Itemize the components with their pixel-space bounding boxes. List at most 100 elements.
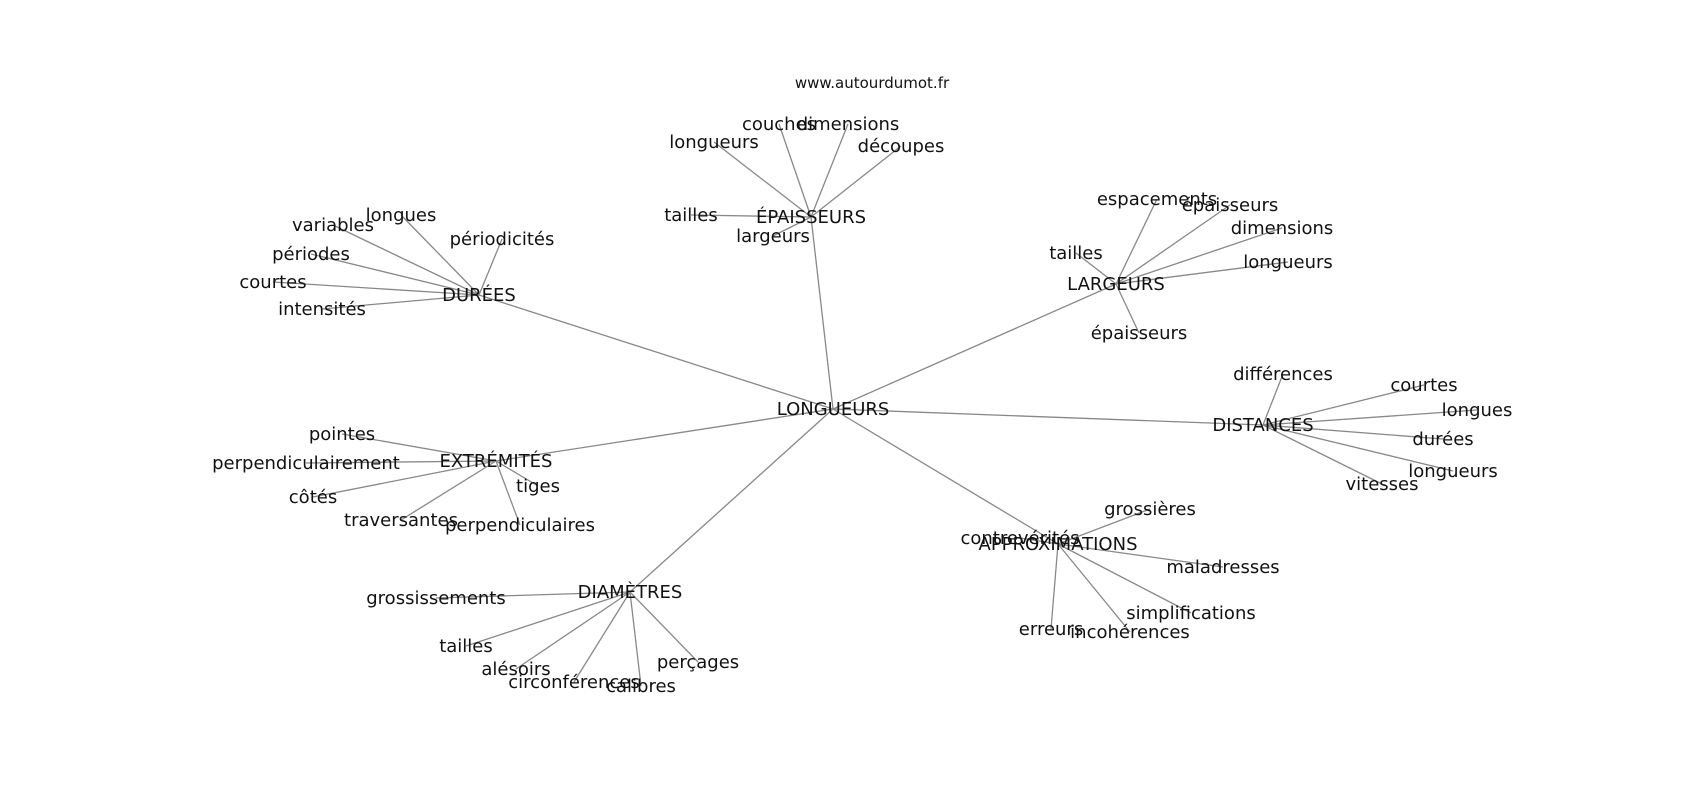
leaf-node-traversantes[interactable]: traversantes	[344, 510, 458, 531]
leaf-node-longues[interactable]: longues	[366, 205, 437, 226]
edge-center-epaisseurs	[810, 216, 834, 410]
leaf-node-courtes[interactable]: courtes	[239, 272, 306, 293]
leaf-node-grossissements[interactable]: grossissements	[366, 588, 505, 609]
hub-node-durees[interactable]: DURÉES	[442, 284, 516, 306]
edge-largeurs-longueurs	[1115, 261, 1289, 285]
leaf-node-differences[interactable]: différences	[1233, 364, 1333, 385]
hub-node-distances[interactable]: DISTANCES	[1212, 415, 1313, 436]
leaf-node-variables[interactable]: variables	[292, 215, 374, 236]
hub-node-diametres[interactable]: DIAMÈTRES	[578, 581, 683, 603]
leaf-node-epaisseurs[interactable]: épaisseurs	[1091, 323, 1188, 344]
leaf-node-longues[interactable]: longues	[1442, 400, 1513, 421]
edge-largeurs-espacements	[1115, 198, 1158, 285]
leaf-node-durees[interactable]: durées	[1412, 429, 1473, 450]
edge-distances-longues	[1262, 409, 1478, 426]
leaf-node-largeurs[interactable]: largeurs	[736, 226, 810, 247]
edge-extremites-cotes	[312, 460, 497, 498]
leaf-node-cotes[interactable]: côtés	[289, 487, 337, 508]
leaf-node-courtes[interactable]: courtes	[1390, 375, 1457, 396]
edge-extremites-perpendiculairement	[305, 460, 497, 464]
leaf-node-longueurs[interactable]: longueurs	[1408, 461, 1498, 482]
leaf-node-pointes[interactable]: pointes	[309, 424, 375, 445]
leaf-node-tailles[interactable]: tailles	[664, 205, 718, 226]
leaf-node-simplifications[interactable]: simplifications	[1126, 603, 1255, 624]
edge-approximations-erreurs	[1050, 543, 1059, 630]
edge-center-extremites	[495, 408, 834, 462]
leaf-node-calibres[interactable]: calibres	[606, 676, 676, 697]
leaf-node-periodes[interactable]: périodes	[272, 244, 350, 265]
leaf-node-tiges[interactable]: tiges	[516, 476, 560, 497]
hub-node-approximations[interactable]: APPROXIMATIONS	[979, 534, 1138, 555]
edge-extremites-tiges	[495, 460, 539, 487]
edge-approximations-simplifications	[1057, 543, 1192, 614]
leaf-node-circonferences[interactable]: circonférences	[508, 672, 639, 693]
edge-diametres-circonferences	[573, 591, 631, 683]
edge-largeurs-epaisseurs	[1115, 204, 1231, 285]
edge-center-durees	[478, 294, 834, 410]
edge-extremites-perpendiculaires	[495, 460, 521, 526]
edge-diametres-grossissements	[435, 591, 631, 599]
leaf-node-couches[interactable]: couches	[742, 114, 816, 135]
edge-approximations-maladresses	[1057, 543, 1224, 568]
hub-node-extremites[interactable]: EXTRÉMITÉS	[440, 450, 553, 472]
leaf-node-alesoirs[interactable]: alésoirs	[481, 659, 550, 680]
edge-distances-longueurs	[1262, 424, 1454, 472]
edge-center-approximations	[832, 408, 1059, 545]
edge-durees-intensites	[321, 294, 480, 310]
edge-distances-differences	[1262, 373, 1284, 426]
edge-diametres-percages	[629, 591, 699, 663]
edge-distances-courtes	[1262, 384, 1425, 426]
leaf-node-decoupes[interactable]: découpes	[858, 136, 945, 157]
edge-center-largeurs	[832, 283, 1117, 410]
edge-epaisseurs-decoupes	[810, 145, 902, 218]
leaf-node-periodicites[interactable]: périodicités	[450, 229, 555, 250]
edges-layer	[272, 123, 1478, 687]
edge-durees-courtes	[272, 281, 480, 296]
edge-extremites-traversantes	[400, 460, 497, 521]
edge-center-diametres	[629, 408, 834, 593]
edge-extremites-pointes	[341, 433, 497, 462]
edge-approximations-incoherences	[1057, 543, 1131, 633]
edge-durees-periodicites	[478, 238, 503, 296]
edge-epaisseurs-couches	[778, 123, 812, 218]
leaf-node-perpendiculaires[interactable]: perpendiculaires	[445, 515, 595, 536]
leaf-node-longueurs[interactable]: longueurs	[1243, 252, 1333, 273]
edge-center-distances	[832, 408, 1264, 426]
leaf-node-espacements[interactable]: espacements	[1097, 189, 1217, 210]
edge-largeurs-tailles	[1075, 252, 1117, 285]
leaf-node-erreurs[interactable]: erreurs	[1019, 619, 1083, 640]
leaf-node-dimensions[interactable]: dimensions	[1231, 218, 1334, 239]
leaf-node-dimensions[interactable]: dimensions	[797, 114, 900, 135]
leaf-node-tailles[interactable]: tailles	[439, 636, 493, 657]
leaf-node-tailles[interactable]: tailles	[1049, 243, 1103, 264]
center-node-longueurs[interactable]: LONGUEURS	[777, 399, 890, 420]
leaf-node-grossieres[interactable]: grossières	[1104, 499, 1196, 520]
hub-node-epaisseurs[interactable]: ÉPAISSEURS	[756, 206, 866, 228]
edge-epaisseurs-dimensions	[810, 123, 849, 218]
leaf-node-percages[interactable]: perçages	[657, 652, 739, 673]
edge-distances-durees	[1262, 424, 1444, 440]
leaf-node-longueurs[interactable]: longueurs	[669, 132, 759, 153]
leaf-node-maladresses[interactable]: maladresses	[1166, 557, 1279, 578]
edge-largeurs-epaisseurs	[1115, 283, 1140, 334]
edge-epaisseurs-largeurs	[772, 216, 812, 237]
edge-durees-variables	[332, 224, 480, 296]
edge-diametres-alesoirs	[515, 591, 631, 670]
hub-node-largeurs[interactable]: LARGEURS	[1067, 274, 1165, 295]
edge-diametres-tailles	[465, 591, 631, 647]
edge-epaisseurs-tailles	[690, 214, 812, 218]
leaf-node-vitesses[interactable]: vitesses	[1346, 474, 1419, 495]
edge-epaisseurs-longueurs	[713, 141, 812, 218]
edge-durees-periodes	[310, 253, 480, 296]
leaf-node-intensites[interactable]: intensités	[278, 299, 366, 320]
edge-largeurs-dimensions	[1115, 227, 1283, 285]
leaf-node-contreverites[interactable]: contrevérités	[960, 528, 1079, 549]
source-watermark: www.autourdumot.fr	[795, 74, 950, 92]
edge-durees-longues	[400, 214, 480, 296]
leaf-node-incoherences[interactable]: incohérences	[1070, 622, 1190, 643]
leaf-node-epaisseurs[interactable]: épaisseurs	[1182, 195, 1279, 216]
leaf-node-perpendiculairement[interactable]: perpendiculairement	[212, 453, 400, 474]
edge-approximations-grossieres	[1057, 508, 1151, 545]
